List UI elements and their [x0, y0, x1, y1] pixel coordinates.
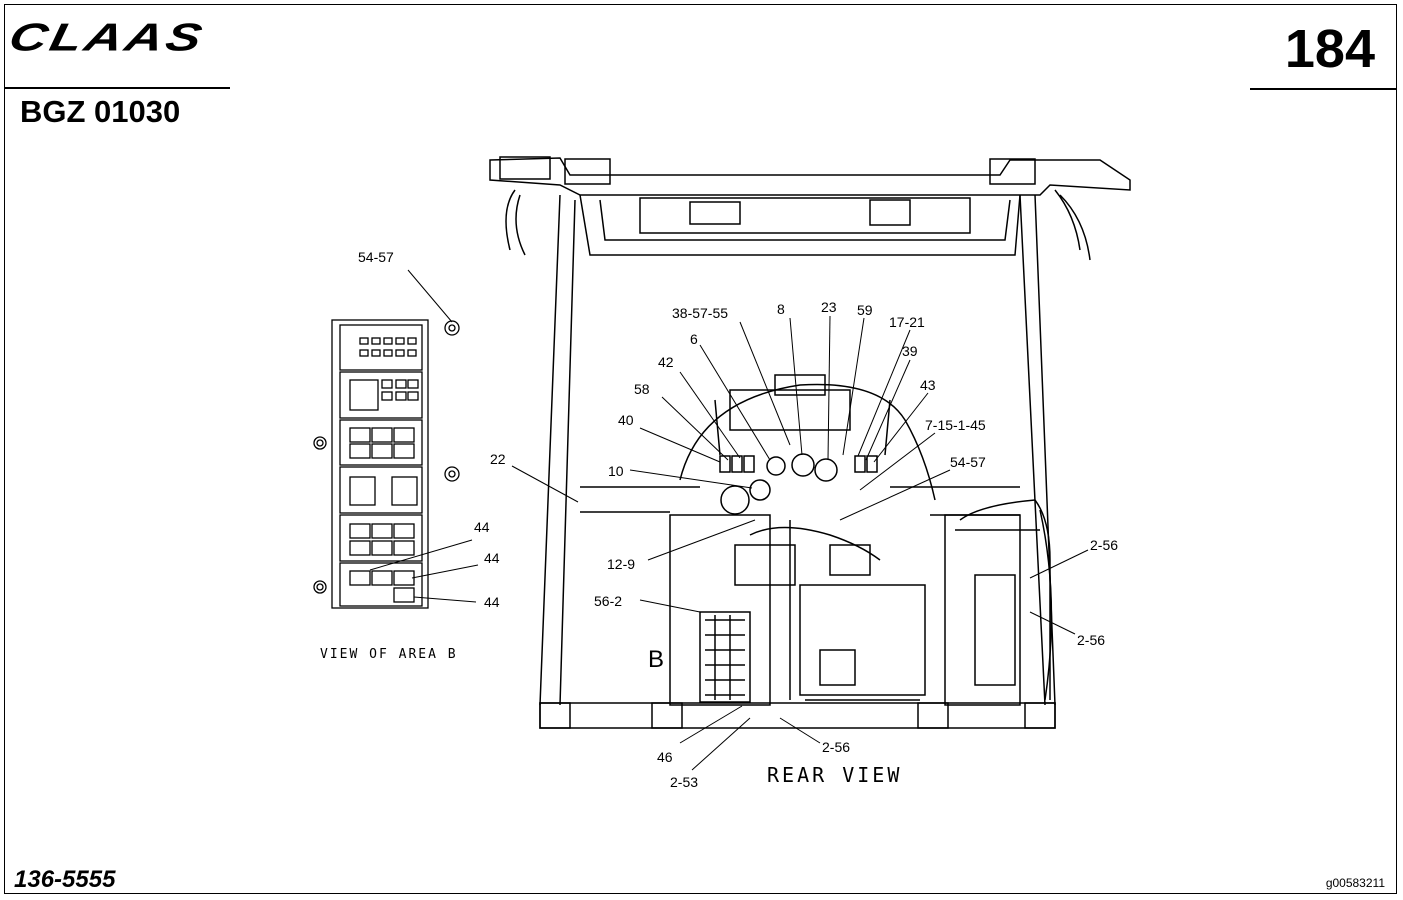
callout-10: 10	[608, 463, 624, 479]
callout-2-56-c: 2-56	[822, 739, 850, 755]
callout-6: 6	[690, 331, 698, 347]
callout-12-9: 12-9	[607, 556, 635, 572]
callout-44-b: 44	[484, 550, 500, 566]
callout-8: 8	[777, 301, 785, 317]
area-b-marker: B	[648, 646, 664, 673]
callout-46: 46	[657, 749, 673, 765]
callout-42: 42	[658, 354, 674, 370]
callout-59: 59	[857, 302, 873, 318]
callout-56-2: 56-2	[594, 593, 622, 609]
callout-2-53: 2-53	[670, 774, 698, 790]
part-number: 136-5555	[14, 866, 116, 893]
leader-lines	[369, 269, 1089, 771]
header-rule-left	[4, 87, 230, 89]
callout-54-57-main: 54-57	[950, 454, 986, 470]
inset-caption: VIEW OF AREA B	[320, 647, 458, 662]
callout-43: 43	[920, 377, 936, 393]
callout-labels: 54-57 44 44 44 22 38-57-55 8 23 59 17-21…	[358, 249, 1118, 790]
callout-44-c: 44	[484, 594, 500, 610]
callout-17-21: 17-21	[889, 314, 925, 330]
callout-38-57-55: 38-57-55	[672, 305, 728, 321]
page-frame	[4, 4, 1397, 894]
image-id: g00583211	[1325, 876, 1385, 890]
callout-7-15-1-45: 7-15-1-45	[925, 417, 986, 433]
doc-code: BGZ 01030	[20, 94, 181, 129]
callout-44-a: 44	[474, 519, 490, 535]
page-number: 184	[1284, 19, 1375, 79]
main-caption: REAR VIEW	[767, 763, 902, 787]
callout-39: 39	[902, 343, 918, 359]
callout-22: 22	[490, 451, 506, 467]
callout-2-56-a: 2-56	[1090, 537, 1118, 553]
callout-58: 58	[634, 381, 650, 397]
header-rule-right	[1250, 88, 1397, 90]
inset-area-b	[313, 319, 460, 609]
cab-structure	[489, 156, 1131, 729]
callout-54-57-inset: 54-57	[358, 249, 394, 265]
callout-2-56-b: 2-56	[1077, 632, 1105, 648]
callout-40: 40	[618, 412, 634, 428]
callout-23: 23	[821, 299, 837, 315]
